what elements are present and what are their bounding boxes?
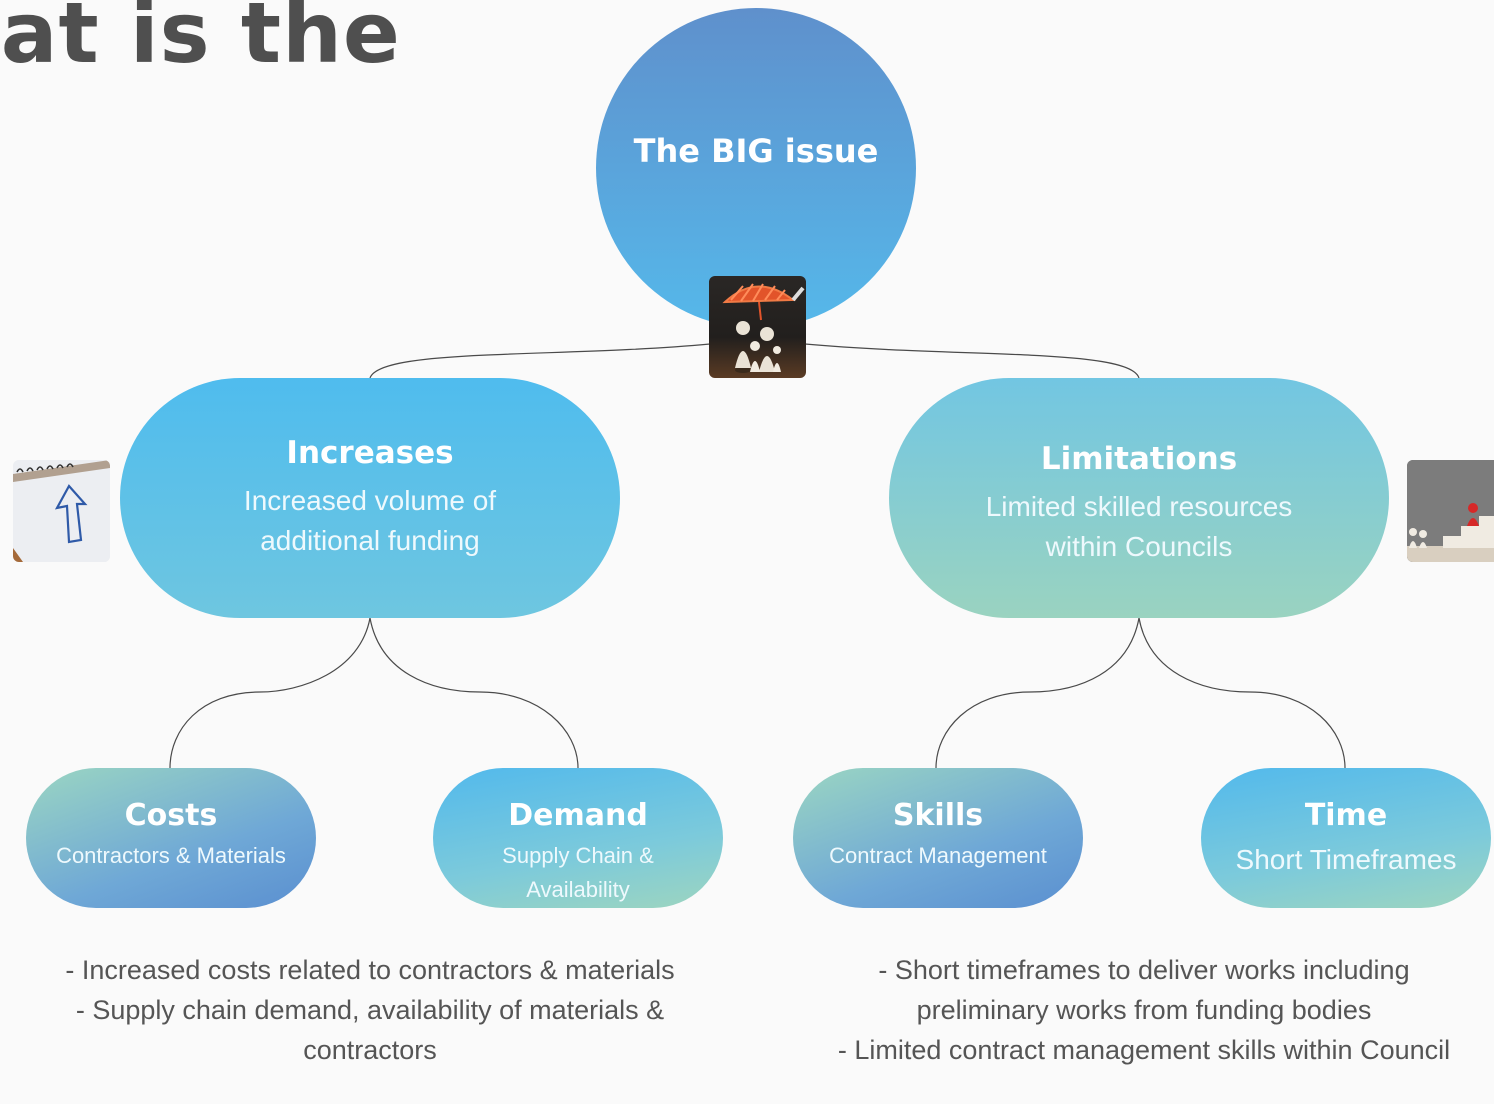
leaf-subtitle-time: Short Timeframes [1235,844,1457,875]
connector-increases-to-demand [369,617,579,769]
branch-node-limitations[interactable]: Limitations Limited skilled resources wi… [889,378,1389,618]
note-line: - Limited contract management skills wit… [837,1035,1451,1065]
branch-node-increases[interactable]: Increases Increased volume of additional… [120,378,620,618]
arrow-up-notepad-image [13,460,110,562]
umbrella-family-image [709,276,806,378]
leaf-subtitle-costs: Contractors & Materials [56,843,286,868]
root-node-label: The BIG issue [633,132,879,170]
leaf-subtitle-demand: Supply Chain & Availability [502,843,654,902]
leaf-node-skills[interactable]: Skills Contract Management [793,768,1083,908]
note-line: - Supply chain demand, availability of m… [75,995,665,1065]
stairs-blocks-image [1407,460,1494,562]
leaf-node-demand[interactable]: Demand Supply Chain & Availability [433,768,723,908]
leaf-label-demand: Demand [508,798,648,833]
leaf-label-skills: Skills [892,798,984,833]
leaf-subtitle-skills: Contract Management [829,843,1047,868]
connector-increases-to-costs [169,617,371,769]
page-title-line-1: hat is the [0,0,401,82]
branch-subtitle-increases: Increased volume of additional funding [243,485,497,556]
leaf-node-time[interactable]: Time Short Timeframes [1201,768,1491,908]
note-line: - Short timeframes to deliver works incl… [878,955,1410,1025]
note-line: - Increased costs related to contractors… [65,955,675,985]
branch-label-increases: Increases [286,435,454,471]
branch-label-limitations: Limitations [1040,441,1238,477]
notes-increases: - Increased costs related to contractors… [0,950,740,1070]
page-title: hat is the ? [0,0,401,150]
root-node[interactable]: The BIG issue [596,8,916,328]
leaf-node-costs[interactable]: Costs Contractors & Materials [26,768,316,908]
branch-subtitle-limitations: Limited skilled resources within Council… [985,491,1293,562]
connector-limitations-to-time [1138,617,1346,769]
leaf-label-costs: Costs [124,798,218,833]
notes-limitations: - Short timeframes to deliver works incl… [810,950,1478,1070]
connector-root-to-limitations [804,343,1140,379]
leaf-label-time: Time [1304,798,1388,833]
connector-root-to-increases [369,343,711,379]
connector-limitations-to-skills [935,617,1140,769]
